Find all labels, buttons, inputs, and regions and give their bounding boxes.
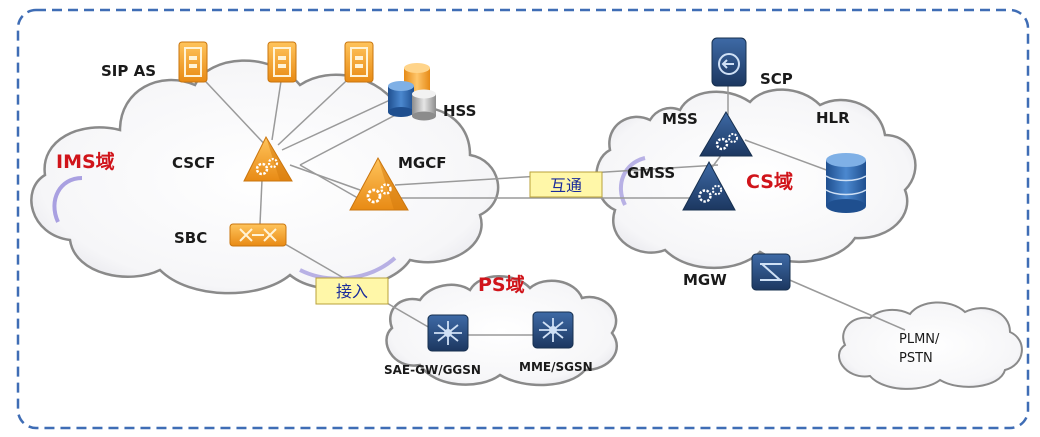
gateway-icon: [751, 253, 791, 291]
gear-triangle-icon: [682, 160, 736, 211]
gear-triangle-icon: [243, 135, 293, 182]
outer-frame: [16, 8, 1030, 430]
access-tag-label: 接入: [336, 282, 368, 301]
label-cscf: CSCF: [172, 154, 215, 172]
ps-domain-label: PS域: [478, 273, 525, 296]
label-hlr: HLR: [816, 109, 850, 127]
router-icon: [532, 311, 574, 349]
label-sip-as: SIP AS: [101, 62, 156, 80]
cs-cloud: [595, 88, 917, 270]
label-sbc: SBC: [174, 229, 207, 247]
label-hss: HSS: [443, 102, 477, 120]
gear-triangle-icon: [699, 111, 753, 157]
ps-cloud: [385, 275, 618, 387]
ims-domain-label: IMS域: [56, 150, 115, 173]
label-gmss: GMSS: [627, 164, 675, 182]
link-mss-hlr: [744, 139, 841, 176]
interwork-tag: 互通: [529, 171, 603, 198]
database-icon: [825, 153, 867, 213]
link-hss-mgcf: [299, 109, 406, 166]
plmn-cloud: [838, 301, 1023, 390]
label-sae-gw: SAE-GW/GGSN: [384, 363, 481, 377]
server-icon: [267, 41, 297, 83]
server-icon: [178, 41, 208, 83]
database-icon: [388, 63, 436, 121]
cs-domain-label: CS域: [746, 170, 793, 193]
label-mme: MME/SGSN: [519, 360, 593, 374]
label-scp: SCP: [760, 70, 793, 88]
label-mss: MSS: [662, 110, 698, 128]
access-tag: 接入: [315, 277, 389, 305]
label-mgw: MGW: [683, 271, 727, 289]
interwork-tag-label: 互通: [550, 176, 582, 195]
gear-triangle-icon: [349, 156, 409, 211]
link-cscf-mgcf: [289, 164, 361, 191]
label-mgcf: MGCF: [398, 154, 447, 172]
label-pstn: PSTN: [899, 351, 933, 366]
link-mgw-plmn: [784, 277, 906, 331]
control-point-icon: [711, 37, 747, 87]
router-icon: [427, 314, 469, 352]
link-cscf-sbc: [259, 179, 263, 225]
server-icon: [344, 41, 374, 83]
border-controller-icon: [229, 223, 287, 247]
link-hss-cscf: [281, 99, 391, 151]
label-plmn: PLMN/: [899, 332, 940, 347]
